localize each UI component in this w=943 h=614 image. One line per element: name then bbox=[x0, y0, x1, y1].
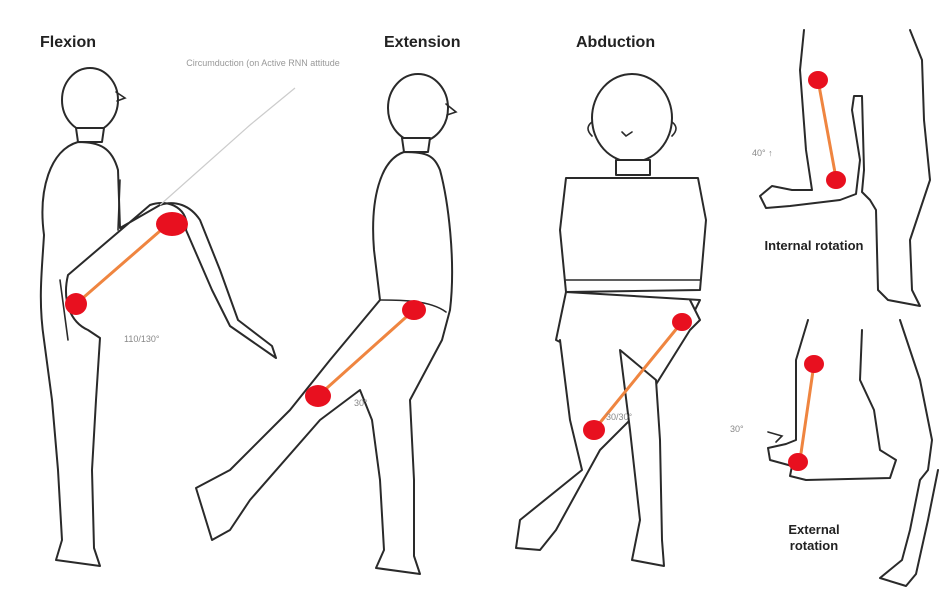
extension-title: Extension bbox=[384, 34, 460, 52]
extension-angle-label: 30° bbox=[354, 398, 368, 408]
abduction-angle-label: 30/30° bbox=[606, 412, 632, 422]
flexion-callout: Circumduction (on Active RNN attitude bbox=[168, 58, 358, 69]
internal-rotation-figure bbox=[760, 30, 930, 306]
flexion-angle-label: 110/130° bbox=[124, 334, 159, 344]
external-rotation-title: External rotation bbox=[764, 522, 864, 554]
external-rotation-angle-label: 30° bbox=[730, 424, 744, 434]
abduction-title: Abduction bbox=[576, 34, 655, 52]
abduction-figure bbox=[516, 74, 706, 566]
internal-rotation-title: Internal rotation bbox=[764, 238, 864, 254]
internal-rotation-angle-label: 40° ↑ bbox=[752, 148, 773, 158]
flexion-title: Flexion bbox=[40, 34, 96, 52]
